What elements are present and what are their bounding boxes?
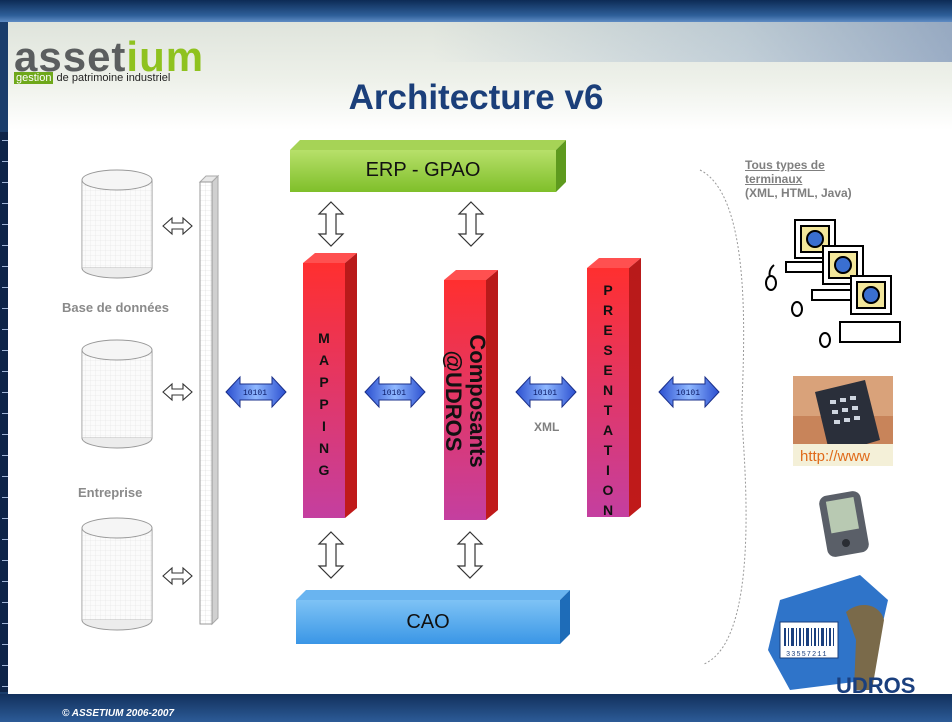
top-band (0, 0, 952, 22)
composants-label: Composants @UDROS (439, 331, 490, 471)
database-cylinder-2 (81, 339, 153, 449)
ruler-tick (2, 266, 8, 267)
logo-tag-rest: de patrimoine industriel (53, 72, 171, 84)
left-ruler (0, 132, 8, 692)
ruler-tick (2, 602, 8, 603)
brand-text: UDROS (836, 673, 915, 698)
ruler-tick (2, 665, 8, 666)
svg-text:10101: 10101 (382, 389, 406, 398)
composants-column (444, 270, 498, 520)
ruler-tick (2, 560, 8, 561)
assetium-logo: assetium gestion de patrimoine industrie… (14, 36, 204, 84)
data-flow-arrow-1: 10101 (225, 375, 287, 409)
ruler-tick (2, 581, 8, 582)
xml-label: XML (534, 420, 560, 434)
arrow-mapping-cao (317, 531, 345, 579)
vertical-arrows (317, 201, 485, 579)
cao-box (296, 590, 570, 644)
ruler-tick (2, 518, 8, 519)
terminals-heading-line1: Tous types de (745, 158, 825, 172)
logo-prefix: asset (14, 33, 127, 80)
cao-label: CAO (406, 611, 450, 633)
ruler-tick (2, 329, 8, 330)
ruler-tick (2, 350, 8, 351)
barcode-number: 33557211 (786, 651, 828, 659)
ruler-tick (2, 224, 8, 225)
ruler-tick (2, 497, 8, 498)
footer-copyright: © ASSETIUM 2006-2007 (62, 708, 175, 719)
database-cylinder-3 (81, 517, 153, 631)
terminals-heading: Tous types de terminaux (XML, HTML, Java… (745, 158, 852, 200)
logo-tagline: gestion de patrimoine industriel (14, 72, 204, 84)
presentation-label: PRESENTATION (600, 282, 616, 522)
database-cylinders (81, 169, 153, 631)
ruler-tick (2, 287, 8, 288)
header-background (8, 22, 952, 130)
ruler-tick (2, 371, 8, 372)
ruler-tick (2, 161, 8, 162)
logo-accent: ium (126, 33, 205, 80)
ruler-tick (2, 308, 8, 309)
arrow-erp-mapping (317, 201, 345, 247)
ruler-tick (2, 182, 8, 183)
computers-illustration (765, 219, 901, 348)
database-cylinder-1 (81, 169, 153, 279)
enterprise-label: Entreprise (78, 485, 143, 500)
terminals-heading-line2: terminaux (745, 172, 803, 186)
ruler-tick (2, 644, 8, 645)
ruler-tick (2, 686, 8, 687)
svg-text:10101: 10101 (243, 389, 267, 398)
db-link-arrow-1 (162, 216, 193, 236)
mapping-label: MAPPING (316, 330, 332, 484)
ruler-tick (2, 245, 8, 246)
mobile-phone-photo: http://www (793, 376, 893, 466)
svg-text:10101: 10101 (676, 389, 700, 398)
ruler-tick (2, 539, 8, 540)
ruler-tick (2, 434, 8, 435)
ruler-tick (2, 455, 8, 456)
udros-scanner-logo: 33557211 UDROS (768, 575, 915, 698)
logo-tag-highlight: gestion (14, 72, 54, 84)
erp-label: ERP - GPAO (365, 159, 481, 181)
footer-bar (0, 694, 952, 722)
db-link-arrow-3 (162, 566, 193, 586)
data-flow-arrow-4: 10101 (658, 375, 720, 409)
logo-wordmark: assetium (14, 36, 204, 78)
ruler-tick (2, 392, 8, 393)
phone-url-text: http://www (800, 448, 870, 465)
data-flow-arrows: 10101 10101 10101 10101 (225, 375, 720, 409)
data-flow-arrow-2: 10101 (364, 375, 426, 409)
terminals-subheading: (XML, HTML, Java) (745, 186, 852, 200)
arrow-composants-cao (456, 531, 484, 579)
ruler-tick (2, 203, 8, 204)
composants-line2: @UDROS (441, 350, 466, 452)
mapping-column (303, 253, 357, 518)
ruler-tick (2, 623, 8, 624)
database-label: Base de données (62, 300, 169, 315)
data-bus-bar (198, 174, 220, 626)
composants-line1: Composants (465, 334, 490, 468)
data-flow-arrow-3: 10101 (515, 375, 577, 409)
computer-icon-3 (819, 275, 901, 348)
db-link-arrow-2 (162, 382, 193, 402)
erp-box (290, 140, 566, 192)
ruler-tick (2, 413, 8, 414)
terminals-bracket (699, 169, 747, 665)
svg-text:10101: 10101 (533, 389, 557, 398)
ruler-tick (2, 140, 8, 141)
db-link-arrows (162, 216, 193, 586)
arrow-erp-composants (457, 201, 485, 247)
ruler-tick (2, 476, 8, 477)
page-title: Architecture v6 (348, 78, 604, 117)
presentation-column (587, 258, 641, 517)
pda-device (819, 491, 869, 557)
